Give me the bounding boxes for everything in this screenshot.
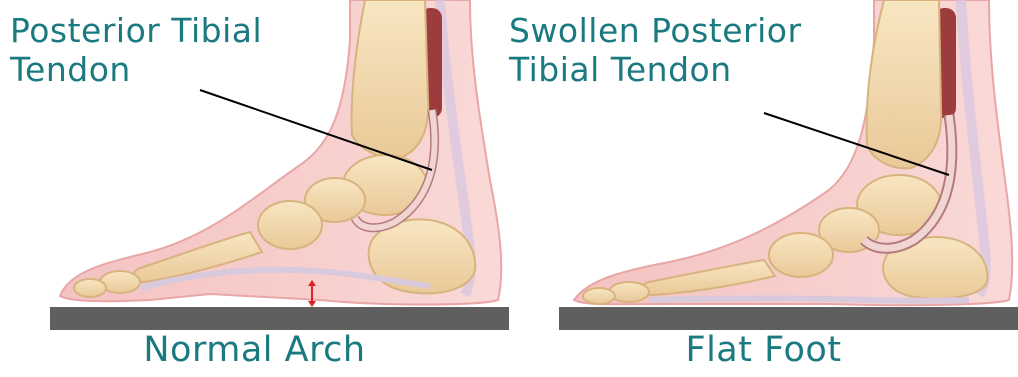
- callout-line-2: Tendon: [10, 51, 262, 90]
- tibia-bone: [352, 0, 429, 158]
- panel-caption: Flat Foot: [509, 330, 1018, 371]
- phalanx-bone-2: [583, 288, 615, 304]
- panel-caption: Normal Arch: [0, 330, 509, 371]
- ground-bar: [50, 307, 509, 330]
- cuneiform-bone: [769, 233, 833, 277]
- ground-bar: [559, 307, 1018, 330]
- normal-arch-panel: Posterior Tibial Tendon Normal Arch: [0, 0, 509, 377]
- plantar-fascia: [649, 299, 969, 301]
- cuneiform-bone: [258, 201, 322, 249]
- callout-line-1: Posterior Tibial: [10, 12, 262, 51]
- callout-line-1: Swollen Posterior: [509, 12, 802, 51]
- callout-label: Swollen Posterior Tibial Tendon: [509, 12, 802, 90]
- callout-line-2: Tibial Tendon: [509, 51, 802, 90]
- flat-foot-panel: Swollen Posterior Tibial Tendon Flat Foo…: [509, 0, 1018, 377]
- callout-label: Posterior Tibial Tendon: [10, 12, 262, 90]
- tibia-bone: [867, 0, 942, 168]
- phalanx-bone-2: [74, 279, 106, 297]
